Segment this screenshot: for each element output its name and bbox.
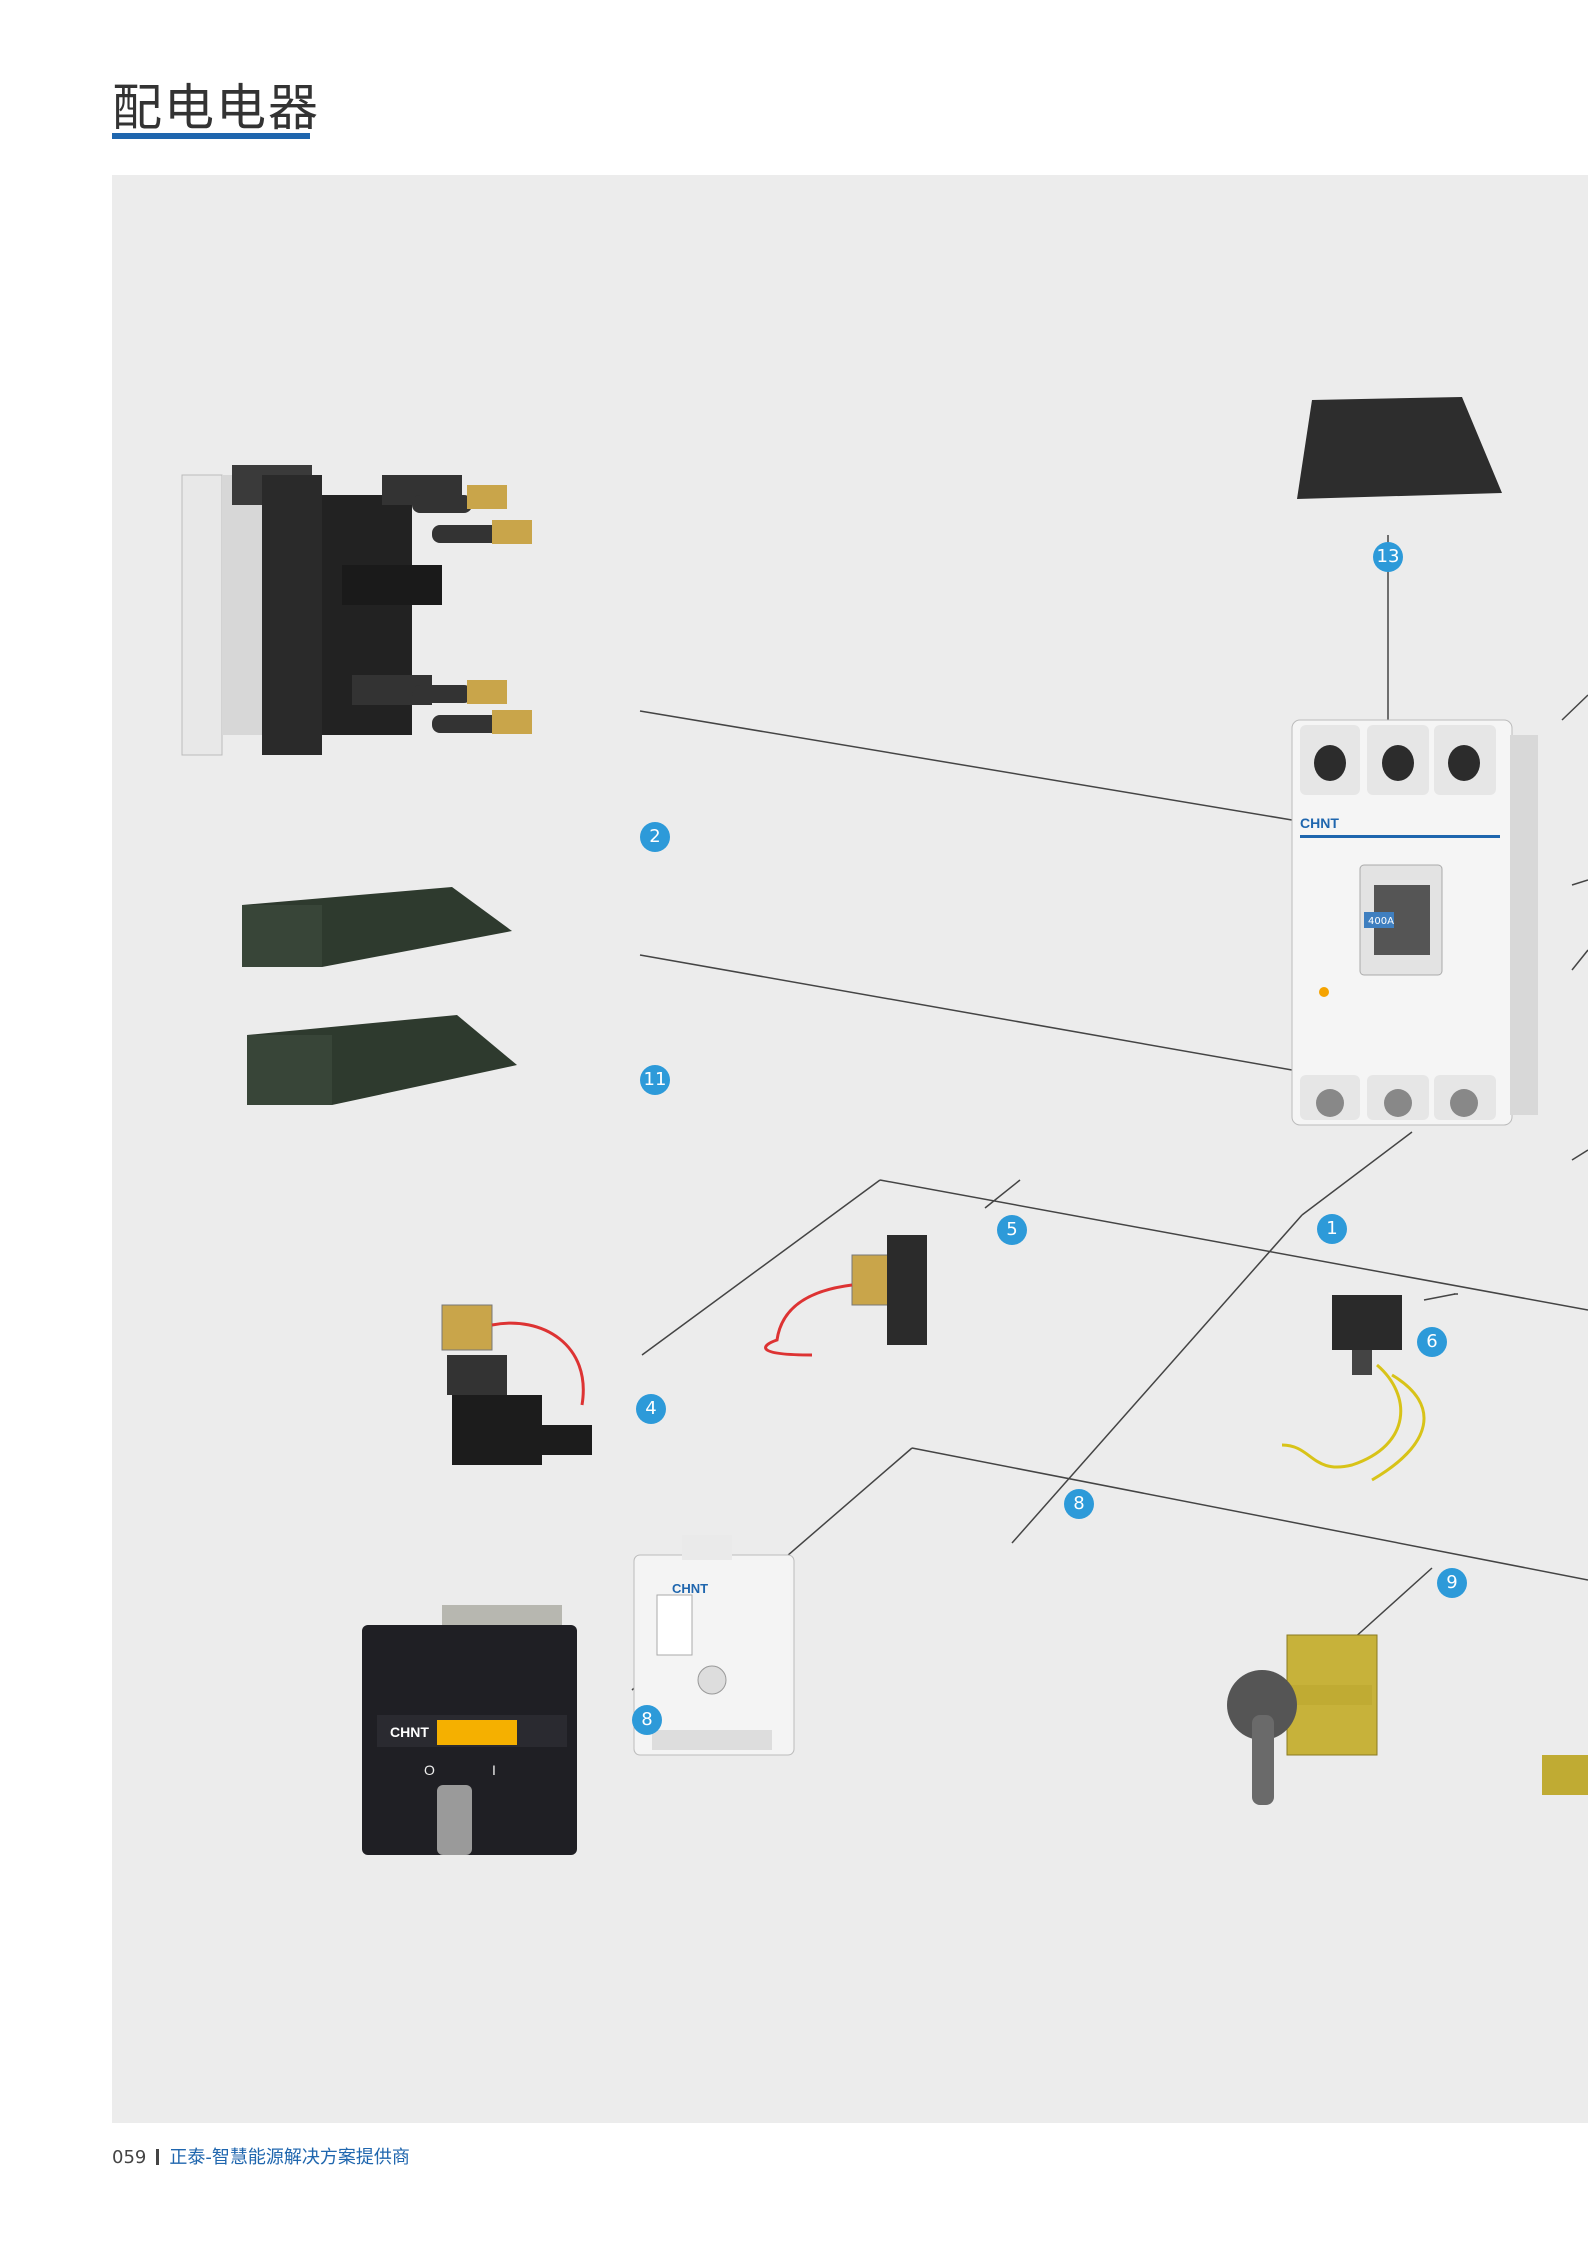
auxiliary-release	[764, 1235, 927, 1357]
shunt-release	[441, 1304, 592, 1465]
product-diagram-panel: CHNT 400A	[112, 175, 1588, 2123]
footer-tagline: 正泰-智慧能源解决方案提供商	[169, 2147, 410, 2168]
svg-text:I: I	[492, 1762, 496, 1778]
title-underline	[112, 133, 310, 139]
callout-badge: 8	[1064, 1489, 1094, 1519]
svg-text:O: O	[424, 1762, 435, 1778]
callout-badge: 9	[1437, 1568, 1467, 1598]
plug-in-base	[181, 465, 532, 756]
page-footer: 059 正泰-智慧能源解决方案提供商	[112, 2143, 410, 2169]
svg-text:CHNT: CHNT	[672, 1581, 708, 1596]
callout-badge: 13	[1373, 542, 1403, 572]
molded-case-breaker: CHNT 400A	[1291, 719, 1538, 1126]
alarm-contact	[1281, 1295, 1426, 1482]
page-number: 059	[112, 2147, 147, 2168]
callout-badge: 5	[997, 1215, 1027, 1245]
svg-text:CHNT: CHNT	[1300, 815, 1339, 831]
svg-text:CHNT: CHNT	[390, 1724, 429, 1740]
footer-divider	[156, 2149, 160, 2165]
extended-handle	[1227, 1634, 1588, 1805]
exploded-diagram: CHNT 400A	[181, 397, 1588, 1855]
motor-operator: CHNT	[633, 1535, 795, 1756]
callout-badge: 11	[640, 1065, 670, 1095]
insulation-plate	[1297, 397, 1502, 499]
page-title: 配电电器	[112, 79, 320, 137]
callout-badge: 1	[1317, 1214, 1347, 1244]
callout-badge: 4	[636, 1394, 666, 1424]
operator-box: CHNT O I	[362, 1605, 577, 1855]
phase-barriers	[242, 887, 517, 1105]
svg-text:400A: 400A	[1368, 916, 1394, 927]
callout-badge: 8	[632, 1705, 662, 1735]
callout-badge: 6	[1417, 1327, 1447, 1357]
callout-badge: 2	[640, 822, 670, 852]
